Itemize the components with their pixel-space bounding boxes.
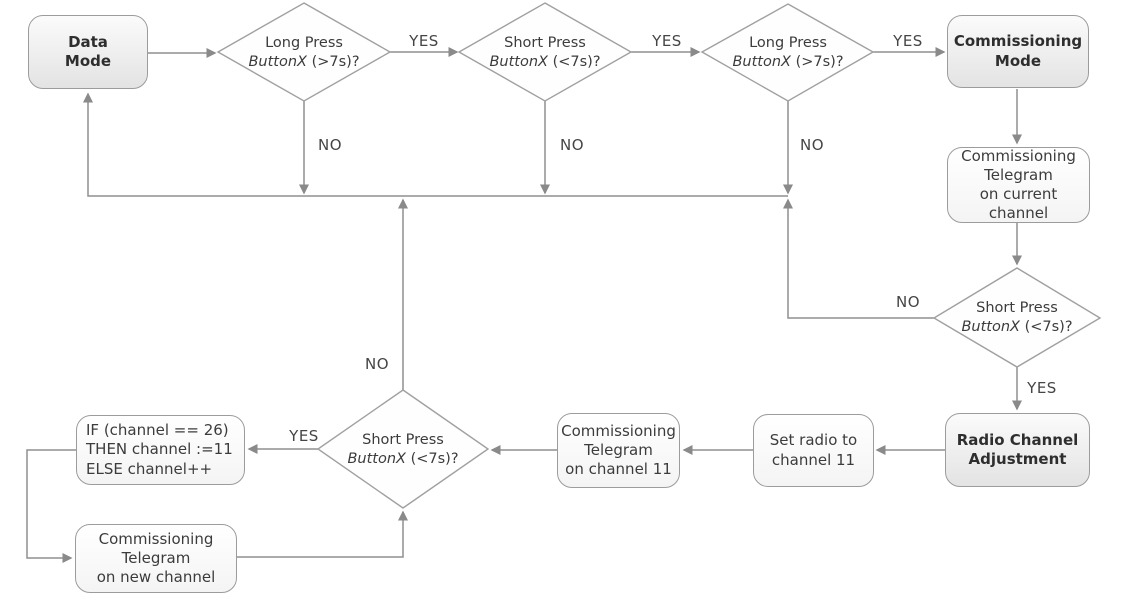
node-commissioning-telegram-channel-11: Commissioning Telegram on channel 11 xyxy=(557,413,680,488)
decision-condition: (>7s)? xyxy=(790,54,844,70)
decision-short-press-3-label: Short Press ButtonX (<7s)? xyxy=(323,431,483,469)
node-radio-channel-adjustment: Radio Channel Adjustment xyxy=(945,413,1090,487)
edge-label-yes-1: YES xyxy=(409,32,439,50)
edge-short-press-2-no-to-bus xyxy=(783,198,934,319)
decision-line1: Short Press xyxy=(976,300,1058,317)
decision-button-name: ButtonX xyxy=(961,319,1020,335)
edge-label-no-3: NO xyxy=(799,136,825,154)
node-set-radio-channel-11: Set radio to channel 11 xyxy=(753,414,874,487)
decision-button-name: ButtonX xyxy=(248,54,307,70)
decision-line1: Short Press xyxy=(504,35,586,52)
decision-long-press-2-shape xyxy=(700,3,875,102)
node-data-mode: Data Mode xyxy=(28,15,148,89)
decision-short-press-2-shape xyxy=(932,267,1102,368)
decision-long-press-1-shape xyxy=(216,2,392,102)
edge-label-no-5: NO xyxy=(364,355,390,373)
node-commissioning-mode: Commissioning Mode xyxy=(947,15,1089,88)
edge-label-yes-4: YES xyxy=(1027,379,1057,397)
edge-label-yes-5: YES xyxy=(289,427,319,445)
edge-label-yes-2: YES xyxy=(652,32,682,50)
edge-label-no-1: NO xyxy=(317,136,343,154)
decision-short-press-1-label: Short Press ButtonX (<7s)? xyxy=(465,34,625,72)
decision-condition: (<7s)? xyxy=(405,451,459,467)
edge-label-no-2: NO xyxy=(559,136,585,154)
decision-button-name: ButtonX xyxy=(347,451,406,467)
decision-long-press-1-label: Long Press ButtonX (>7s)? xyxy=(224,34,384,72)
decision-condition: (<7s)? xyxy=(547,54,601,70)
decision-button-name: ButtonX xyxy=(732,54,791,70)
decision-line1: Long Press xyxy=(265,35,343,52)
edge-label-yes-3: YES xyxy=(893,32,923,50)
decision-long-press-2-label: Long Press ButtonX (>7s)? xyxy=(708,34,868,72)
decision-button-name: ButtonX xyxy=(489,54,548,70)
decision-short-press-2-label: Short Press ButtonX (<7s)? xyxy=(937,299,1097,337)
decision-line1: Long Press xyxy=(749,35,827,52)
edge-if-logic-to-telegram-new xyxy=(26,449,76,563)
decision-short-press-1-shape xyxy=(457,2,633,102)
edge-label-no-4: NO xyxy=(895,293,921,311)
node-commissioning-telegram-current-channel: Commissioning Telegram on current channe… xyxy=(947,147,1090,223)
node-if-channel-logic: IF (channel == 26) THEN channel :=11 ELS… xyxy=(76,415,245,485)
decision-line1: Short Press xyxy=(362,432,444,449)
node-commissioning-telegram-new-channel: Commissioning Telegram on new channel xyxy=(75,524,237,593)
decision-condition: (>7s)? xyxy=(306,54,360,70)
edge-telegram-new-to-short-press-3 xyxy=(237,510,408,558)
decision-short-press-3-shape xyxy=(316,389,490,509)
edge-bus-return-to-data-mode xyxy=(83,92,788,197)
decision-condition: (<7s)? xyxy=(1019,319,1073,335)
